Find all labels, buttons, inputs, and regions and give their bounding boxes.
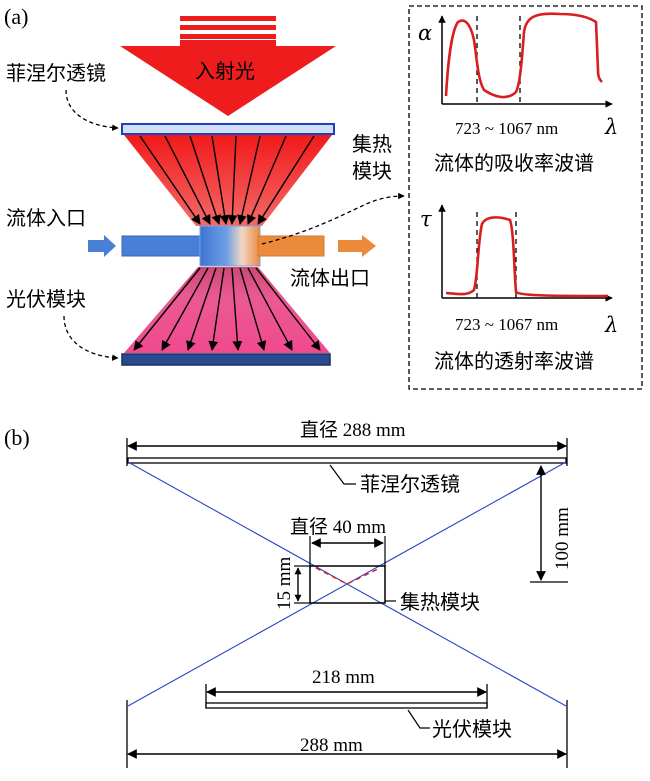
spectrum-inset-box bbox=[408, 5, 643, 390]
lens-label-pointer bbox=[329, 464, 356, 485]
converging-light-cone bbox=[124, 135, 332, 226]
transmission-lambda-symbol: λ bbox=[604, 313, 618, 337]
panel-a-label: (a) bbox=[4, 4, 28, 29]
lens-diameter-label: 直径 288 mm bbox=[300, 419, 406, 441]
collector-label-b: 集热模块 bbox=[400, 590, 480, 614]
transmission-band-label: 723 ~ 1067 nm bbox=[455, 315, 558, 334]
collector-box bbox=[309, 565, 386, 604]
absorption-caption: 流体的吸收率波谱 bbox=[434, 151, 594, 175]
absorption-lambda-symbol: λ bbox=[604, 115, 618, 139]
fresnel-lens-pointer bbox=[65, 89, 119, 131]
diverging-light-cone bbox=[124, 267, 330, 353]
fluid-inlet-arrow bbox=[88, 235, 116, 257]
fluid-outlet-arrow bbox=[338, 235, 376, 257]
pv-module-pointer bbox=[63, 315, 119, 361]
collector-focus-rays bbox=[315, 567, 381, 585]
pv-label-pointer bbox=[407, 709, 430, 729]
pv-label-b: 光伏模块 bbox=[432, 717, 512, 741]
height-label: 100 mm bbox=[552, 507, 573, 570]
fluid-outlet-label: 流体出口 bbox=[290, 266, 370, 290]
pv-module-label: 光伏模块 bbox=[6, 287, 86, 311]
bottom-width-label: 288 mm bbox=[300, 735, 363, 756]
converging-rays bbox=[139, 135, 315, 225]
panel-b-label: (b) bbox=[4, 425, 30, 450]
pv-width-label: 218 mm bbox=[312, 667, 375, 688]
transmission-spectrum-plot bbox=[438, 204, 613, 302]
collector-label-line2: 模块 bbox=[352, 159, 392, 183]
diverging-rays bbox=[133, 267, 321, 351]
transmission-curve bbox=[445, 216, 609, 298]
collector-diameter-label: 直径 40 mm bbox=[290, 516, 386, 538]
collector-height-label: 15 mm bbox=[274, 556, 295, 610]
fresnel-lens-strip bbox=[127, 457, 567, 464]
fresnel-lens bbox=[121, 123, 335, 135]
collector-label-line1: 集热 bbox=[352, 132, 392, 156]
incident-light-label: 入射光 bbox=[195, 59, 255, 83]
absorption-spectrum-plot bbox=[438, 12, 613, 108]
fresnel-lens-label: 菲涅尔透镜 bbox=[6, 61, 106, 85]
ray-right-to-left bbox=[127, 461, 567, 707]
collector-module bbox=[121, 225, 325, 267]
fluid-inlet-label: 流体入口 bbox=[6, 206, 86, 230]
tau-symbol: τ bbox=[420, 207, 432, 231]
absorption-band-label: 723 ~ 1067 nm bbox=[455, 119, 558, 138]
pv-module-strip bbox=[205, 702, 488, 709]
pv-module bbox=[121, 353, 331, 366]
transmission-caption: 流体的透射率波谱 bbox=[434, 349, 594, 373]
collector-to-inset-pointer bbox=[261, 192, 405, 245]
alpha-symbol: α bbox=[418, 21, 432, 45]
incident-light-arrow bbox=[120, 16, 336, 116]
lens-label-b: 菲涅尔透镜 bbox=[360, 472, 460, 496]
absorption-curve bbox=[444, 12, 603, 99]
